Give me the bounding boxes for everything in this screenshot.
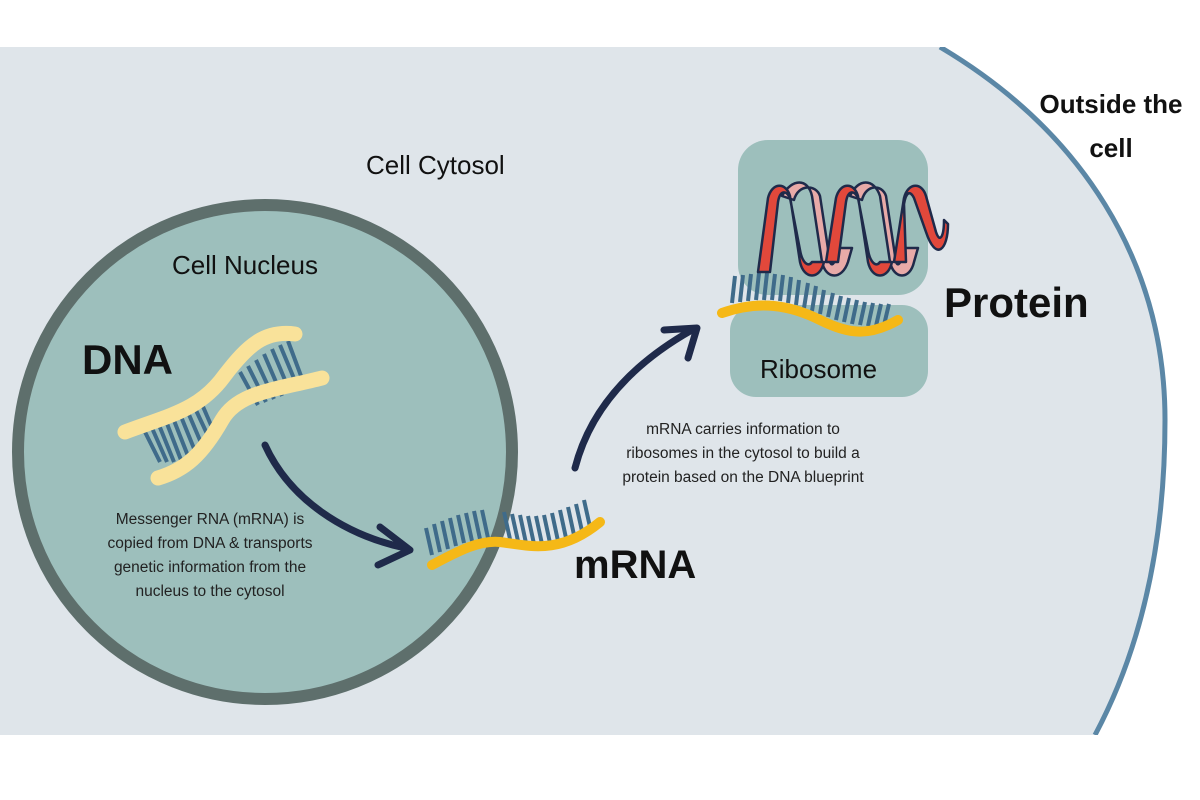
transcription-note: Messenger RNA (mRNA) is copied from DNA … bbox=[76, 508, 344, 604]
transcription-arrow bbox=[261, 441, 409, 552]
protein-helix bbox=[756, 181, 950, 277]
dna-strand-1 bbox=[117, 325, 303, 440]
transcription-note-line: copied from DNA & transports bbox=[107, 535, 313, 552]
transcription-arrow-head bbox=[374, 523, 414, 569]
translation-arrow-head bbox=[660, 324, 701, 362]
translation-note: mRNA carries information to ribosomes in… bbox=[588, 418, 898, 490]
mrna-label: mRNA bbox=[574, 543, 697, 587]
translation-note-line: ribosomes in the cytosol to build a bbox=[626, 445, 860, 462]
ribosome-label: Ribosome bbox=[760, 354, 878, 384]
mrna-strand bbox=[427, 517, 605, 570]
nucleus-label: Cell Nucleus bbox=[172, 250, 318, 280]
dna-label: DNA bbox=[82, 336, 173, 383]
dna-strand-2 bbox=[150, 370, 330, 486]
outside-cell-label: Outside the cell bbox=[1022, 82, 1200, 170]
transcription-note-line: Messenger RNA (mRNA) is bbox=[115, 511, 305, 528]
cytosol-label: Cell Cytosol bbox=[366, 150, 505, 180]
cell-membrane bbox=[938, 47, 1168, 735]
translation-note-line: protein based on the DNA blueprint bbox=[622, 469, 864, 486]
protein-label: Protein bbox=[944, 279, 1089, 326]
translation-arrow bbox=[571, 326, 696, 472]
transcription-note-line: nucleus to the cytosol bbox=[135, 583, 285, 600]
outside-cell-label-line-2: cell bbox=[1089, 133, 1133, 163]
translation-note-line: mRNA carries information to bbox=[646, 421, 840, 438]
ribosome-mrna-strand bbox=[717, 300, 903, 337]
mrna-bases bbox=[424, 499, 592, 556]
transcription-note-line: genetic information from the bbox=[113, 559, 307, 576]
outside-cell-label-line-1: Outside the bbox=[1039, 89, 1183, 119]
